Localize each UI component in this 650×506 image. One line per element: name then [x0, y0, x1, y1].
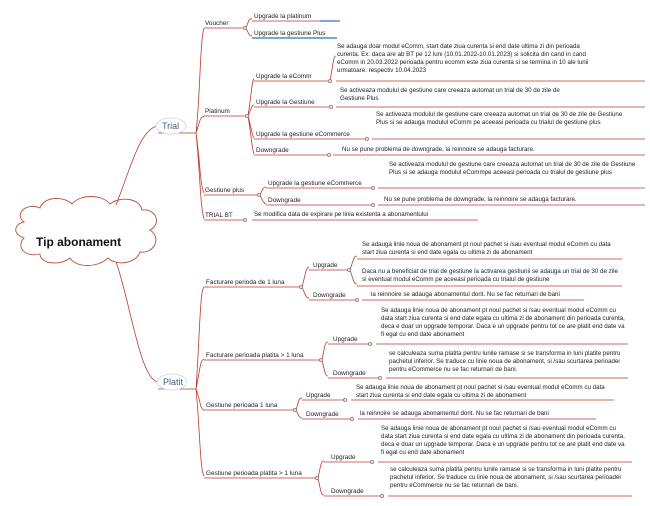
platinum-label[interactable]: Platinum	[205, 108, 230, 115]
gest1-upgrade-toggle-icon[interactable]	[343, 398, 347, 402]
gestgt1-upgrade-label[interactable]: Upgrade	[331, 454, 356, 461]
platit-label[interactable]: Platit	[163, 377, 184, 387]
fact1-downgrade-note: la reinnoire se adauga abonamentul dorit…	[371, 291, 560, 298]
edge-fact1-upgrade-notes	[349, 255, 358, 285]
upgrade-gestiune-ecommerce-note: Se activeaza modulul de gestiune care cr…	[376, 111, 623, 127]
upgrade-gestiune-label[interactable]: Upgrade la Gestiune	[256, 99, 315, 106]
edge-fact1-children	[301, 266, 310, 299]
gest1-upgrade-note: Se adauga linie noua de abonament pt nou…	[356, 384, 605, 400]
edge-platinum-children	[247, 78, 255, 155]
platinum-toggle-icon[interactable]	[245, 114, 249, 118]
factgt1-downgrade-label[interactable]: Downgrade	[333, 370, 366, 377]
gestgt1-upgrade-note: Se adauga linie noua de abonament pt nou…	[381, 425, 625, 457]
edge-root-trial	[115, 125, 159, 206]
upgrade-gestiune-ecommerce-toggle-icon[interactable]	[365, 137, 369, 141]
fact-1-label[interactable]: Facturare perioda de 1 luna	[206, 279, 285, 286]
gest1-upgrade-label[interactable]: Upgrade	[306, 392, 331, 399]
edge-gest1-children	[295, 397, 303, 419]
edge-gestgt1-children	[317, 460, 325, 496]
edge-trial-children	[195, 27, 205, 220]
gestplus-downgrade-toggle-icon[interactable]	[371, 203, 375, 207]
root-label: Tip abonament	[36, 235, 122, 249]
upgrade-gestiune-note: Se activeaza modulul de gestiune care cr…	[340, 87, 560, 103]
fact-gt1-label[interactable]: Facturare perioada platita > 1 luna	[206, 352, 304, 359]
gestplus-upgrade-label[interactable]: Upgrade la gestiune eCommerce	[268, 180, 362, 187]
upgrade-gestiune-plus-label[interactable]: Upgrade la gestiune Plus	[254, 30, 326, 37]
edge-factgt1-children	[321, 341, 329, 377]
upgrade-gestiune-toggle-icon[interactable]	[329, 105, 333, 109]
edge-ecomm-note	[329, 55, 337, 82]
edge-root-platit	[115, 261, 159, 383]
gestplus-upgrade-toggle-icon[interactable]	[371, 186, 375, 190]
edge-platit-children	[195, 286, 205, 477]
upgrade-platinum-label[interactable]: Upgrade la platinum	[254, 13, 312, 20]
factgt1-downgrade-note: se calculeaza suma platita pentru lunile…	[389, 350, 621, 374]
trial-bt-label[interactable]: TRIAL BT	[205, 212, 233, 219]
upgrade-ecomm-toggle-icon[interactable]	[328, 79, 332, 83]
fact1-upgrade-note-2: Daca nu a beneficiat de trial de gestiun…	[362, 268, 618, 284]
gestiune-plus-label[interactable]: Gestiune plus	[205, 187, 245, 194]
trial-bubble	[155, 117, 187, 135]
gestplus-downgrade-label[interactable]: Downgrade	[268, 197, 301, 204]
factgt1-upgrade-note: Se adauga linie noua de abonament pt nou…	[381, 307, 625, 339]
upgrade-ecomm-note: Se adauga doar modul eComm, start date z…	[337, 43, 589, 75]
voucher-toggle-icon[interactable]	[243, 26, 247, 30]
gest1-downgrade-label[interactable]: Downgrade	[306, 411, 339, 418]
trial-bt-toggle-icon[interactable]	[243, 218, 247, 222]
factgt1-upgrade-toggle-icon[interactable]	[368, 342, 372, 346]
gest-gt1-label[interactable]: Gestiune perioada platita > 1 luna	[206, 470, 302, 477]
gest1-downgrade-toggle-icon[interactable]	[350, 417, 354, 421]
downgrade-platinum-label[interactable]: Downgrade	[256, 147, 289, 154]
trial-bt-note: Se modifica data de expirare pe linia ex…	[254, 211, 429, 218]
gest-1-toggle-icon[interactable]	[293, 408, 297, 412]
gest1-downgrade-note: la reinnoire se adauga abonamentul dorit…	[360, 410, 549, 417]
fact1-upgrade-note-1: Se adauga linie noua de abonament pt nou…	[362, 241, 611, 257]
gest-gt1-toggle-icon[interactable]	[315, 476, 319, 480]
fact-gt1-toggle-icon[interactable]	[319, 358, 323, 362]
gestgt1-downgrade-label[interactable]: Downgrade	[331, 488, 364, 495]
upgrade-gestiune-ecommerce-label[interactable]: Upgrade la gestiune eCommerce	[256, 131, 350, 138]
gest-1-label[interactable]: Gestiune perioada 1 luna	[206, 402, 278, 409]
fact1-upgrade-toggle-icon[interactable]	[347, 268, 351, 272]
fact1-downgrade-label[interactable]: Downgrade	[313, 292, 346, 299]
platit-bubble	[156, 373, 188, 391]
gestgt1-upgrade-toggle-icon[interactable]	[370, 460, 374, 464]
voucher-label[interactable]: Voucher	[205, 20, 229, 27]
upgrade-ecomm-label[interactable]: Upgrade la eComm	[256, 73, 312, 80]
root-cloud	[15, 196, 157, 266]
gestiune-plus-toggle-icon[interactable]	[257, 193, 261, 197]
downgrade-platinum-toggle-icon[interactable]	[327, 153, 331, 157]
fact1-upgrade-label[interactable]: Upgrade	[313, 262, 338, 269]
factgt1-upgrade-label[interactable]: Upgrade	[333, 336, 358, 343]
fact1-downgrade-toggle-icon[interactable]	[355, 298, 359, 302]
gestplus-downgrade-note: Nu se pune problema de downgrade, la rei…	[384, 196, 577, 203]
gestgt1-downgrade-toggle-icon[interactable]	[380, 494, 384, 498]
gestgt1-downgrade-note: se calculeaza suma platita pentru lunile…	[390, 466, 622, 490]
downgrade-platinum-note: Nu se pune problema de downgrade, la rei…	[342, 146, 535, 153]
fact-1-toggle-icon[interactable]	[299, 285, 303, 289]
gestplus-upgrade-note: Se activeaza modulul de gestiune care cr…	[389, 161, 636, 177]
factgt1-downgrade-toggle-icon[interactable]	[378, 376, 382, 380]
trial-label[interactable]: Trial	[162, 121, 180, 131]
